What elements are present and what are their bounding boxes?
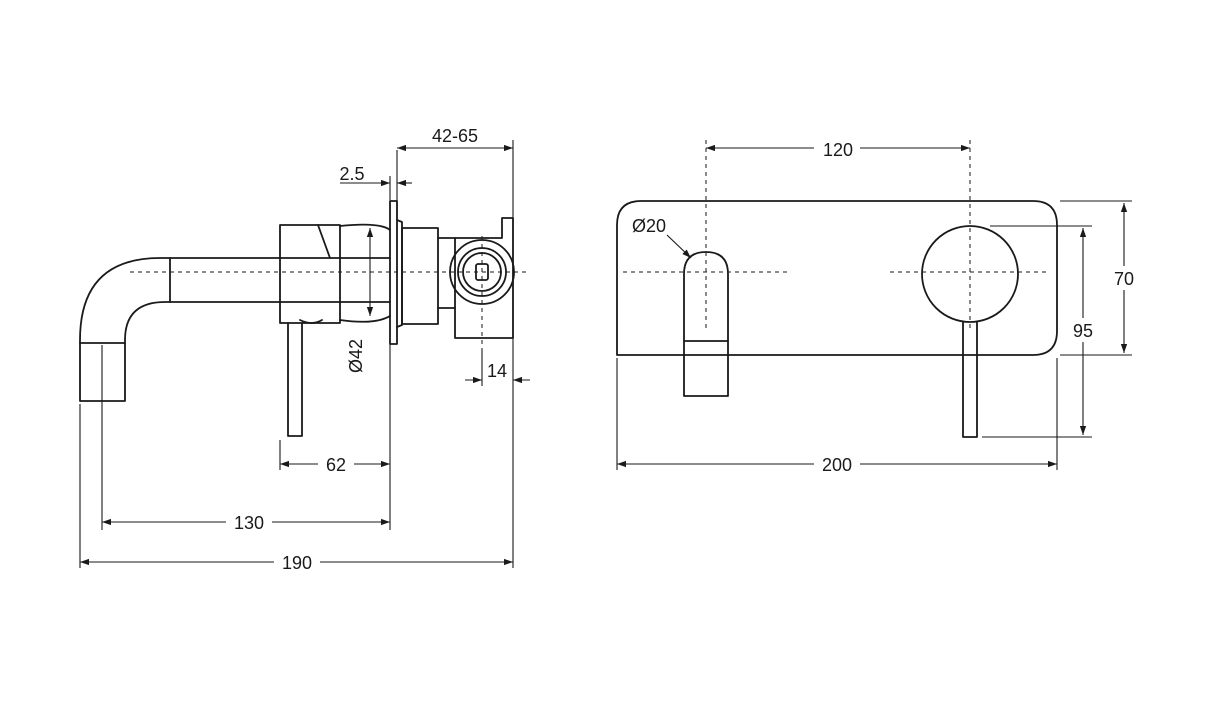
side-view: 42-65 2.5 Ø42 14 62 130 190 <box>79 126 530 573</box>
dim-spout-reach: 130 <box>234 513 264 533</box>
front-view: 120 Ø20 70 95 200 <box>616 136 1140 476</box>
dim-handle-to-wall: 62 <box>326 455 346 475</box>
dim-plate-width: 200 <box>822 455 852 475</box>
dim-plate-thickness: 2.5 <box>339 164 364 184</box>
dim-body-offset: 14 <box>487 361 507 381</box>
dim-handle-height: 95 <box>1073 321 1093 341</box>
handle-lever-front <box>962 321 978 438</box>
dim-plate-diameter: Ø42 <box>346 339 366 373</box>
back-plate <box>616 200 1058 356</box>
mixer-body <box>279 224 341 324</box>
spout <box>79 257 391 402</box>
in-wall-body <box>401 227 439 325</box>
dim-overall-length: 190 <box>282 553 312 573</box>
dim-lever-diameter: Ø20 <box>632 216 666 236</box>
dim-centres: 120 <box>823 140 853 160</box>
dim-depth-range: 42-65 <box>432 126 478 146</box>
dim-plate-height: 70 <box>1114 269 1134 289</box>
handle-lever <box>287 322 303 437</box>
handle-disc <box>921 225 1019 323</box>
